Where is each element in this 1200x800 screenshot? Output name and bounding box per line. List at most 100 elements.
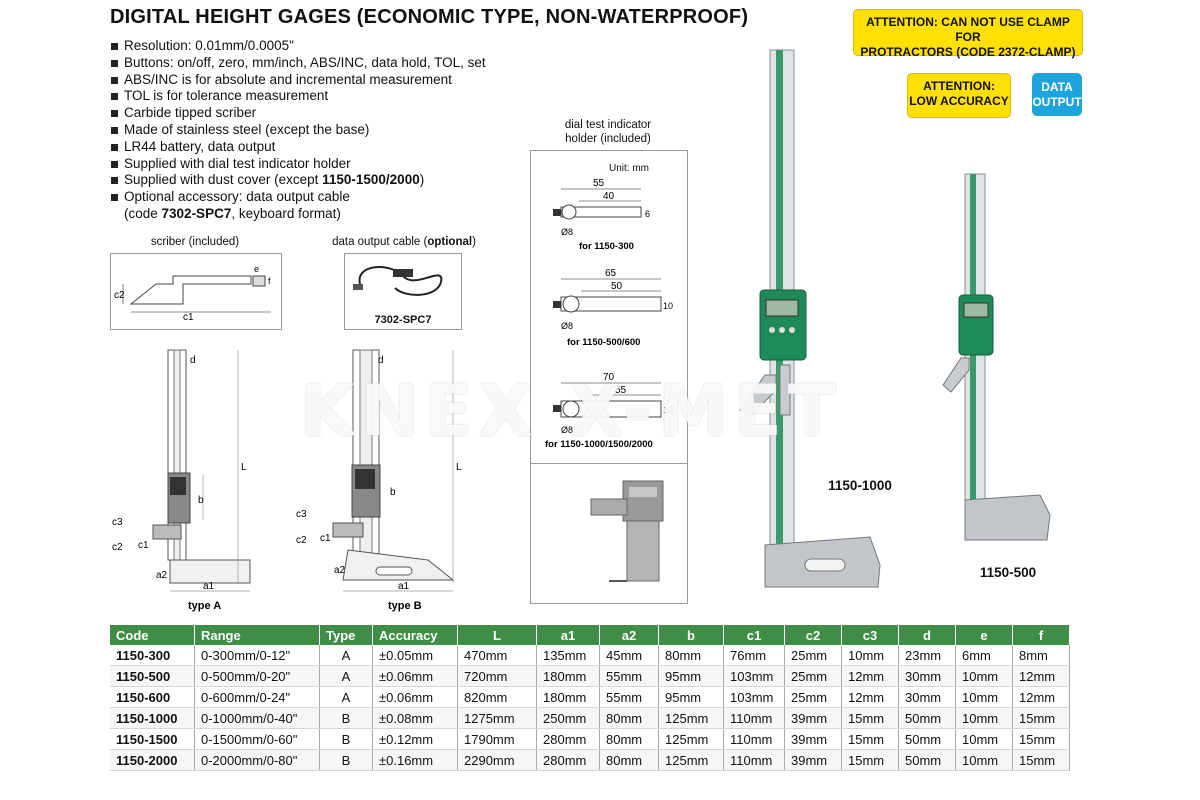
svg-text:40: 40 bbox=[603, 191, 615, 202]
dial-holder-unit: Unit: mm bbox=[609, 163, 649, 174]
type-a-c2-label: c2 bbox=[112, 542, 123, 553]
svg-text:Ø8: Ø8 bbox=[561, 321, 573, 331]
table-cell: ±0.06mm bbox=[372, 665, 458, 687]
scriber-caption: scriber (included) bbox=[150, 236, 240, 248]
svg-text:50: 50 bbox=[611, 281, 623, 292]
page-title: DIGITAL HEIGHT GAGES (ECONOMIC TYPE, NON… bbox=[110, 6, 749, 28]
table-cell: A bbox=[319, 665, 373, 687]
col-header-d: d bbox=[898, 625, 956, 645]
table-cell: 110mm bbox=[723, 728, 785, 750]
table-cell: 0-1000mm/0-40" bbox=[194, 707, 320, 729]
table-cell: 50mm bbox=[898, 707, 956, 729]
table-cell: 12mm bbox=[841, 686, 899, 708]
type-b-caption: type B bbox=[388, 600, 422, 612]
type-b-c1-label: c1 bbox=[320, 533, 331, 544]
table-cell: 95mm bbox=[658, 665, 724, 687]
table-cell: 25mm bbox=[784, 645, 842, 666]
feature-item: Optional accessory: data output cable bbox=[110, 189, 486, 206]
type-a-c3-label: c3 bbox=[112, 517, 123, 528]
table-cell: 45mm bbox=[599, 645, 659, 666]
table-cell: 125mm bbox=[658, 749, 724, 771]
table-cell: 80mm bbox=[658, 645, 724, 666]
col-header-b: b bbox=[658, 625, 724, 645]
table-cell: 280mm bbox=[536, 728, 600, 750]
table-cell: 470mm bbox=[457, 645, 537, 666]
table-cell: 125mm bbox=[658, 728, 724, 750]
table-cell: 50mm bbox=[898, 749, 956, 771]
table-cell: 1150-300 bbox=[110, 645, 195, 666]
type-b-drawing: d L b c3 c1 c2 a2 a1 type B bbox=[296, 349, 462, 612]
feature-item: Carbide tipped scriber bbox=[110, 105, 486, 122]
data-output-line2: OUTPUT bbox=[1032, 95, 1082, 109]
scriber-drawing: c1 c2 e f bbox=[110, 253, 282, 330]
table-cell: 125mm bbox=[658, 707, 724, 729]
svg-text:Ø8: Ø8 bbox=[561, 227, 573, 237]
table-cell: 10mm bbox=[841, 645, 899, 666]
table-cell: 80mm bbox=[599, 728, 659, 750]
table-cell: 280mm bbox=[536, 749, 600, 771]
table-cell: B bbox=[319, 707, 373, 729]
table-cell: 103mm bbox=[723, 686, 785, 708]
dial-holder-photo bbox=[590, 480, 664, 582]
table-cell: 10mm bbox=[955, 728, 1013, 750]
data-output-badge: DATA OUTPUT bbox=[1032, 73, 1082, 116]
table-cell: 1150-500 bbox=[110, 665, 195, 687]
clamp-warning-line2: PROTRACTORS (CODE 2372-CLAMP) bbox=[860, 45, 1076, 59]
feature-item: Made of stainless steel (except the base… bbox=[110, 122, 486, 139]
table-cell: 1150-1500 bbox=[110, 728, 195, 750]
type-b-c3-label: c3 bbox=[296, 509, 307, 520]
table-cell: ±0.06mm bbox=[372, 686, 458, 708]
table-cell: 10mm bbox=[955, 686, 1013, 708]
table-cell: 76mm bbox=[723, 645, 785, 666]
svg-text:for 1150-300: for 1150-300 bbox=[579, 241, 634, 252]
table-cell: 95mm bbox=[658, 686, 724, 708]
svg-text:6: 6 bbox=[645, 209, 650, 219]
type-a-c1-label: c1 bbox=[138, 540, 149, 551]
table-cell: 1150-600 bbox=[110, 686, 195, 708]
type-b-b-label: b bbox=[390, 487, 396, 498]
photo-label-1150-500: 1150-500 bbox=[979, 565, 1037, 580]
table-cell: 15mm bbox=[1012, 749, 1070, 771]
table-cell: 0-1500mm/0-60" bbox=[194, 728, 320, 750]
table-cell: 55mm bbox=[599, 686, 659, 708]
feature-item: Resolution: 0.01mm/0.0005" bbox=[110, 38, 486, 55]
type-a-a2-label: a2 bbox=[156, 570, 168, 581]
col-header-code: Code bbox=[110, 625, 195, 645]
cable-drawing: 7302-SPC7 bbox=[344, 253, 462, 330]
table-cell: 10mm bbox=[955, 665, 1013, 687]
col-header-a1: a1 bbox=[536, 625, 600, 645]
table-cell: 6mm bbox=[955, 645, 1013, 666]
clamp-warning-badge: ATTENTION: CAN NOT USE CLAMP FOR PROTRAC… bbox=[853, 9, 1083, 59]
feature-item-continuation: (code 7302-SPC7, keyboard format) bbox=[124, 205, 341, 221]
table-cell: ±0.16mm bbox=[372, 749, 458, 771]
dial-holder-variant-3: 70 55 10 Ø8 for 1150-1000/1500/2000 bbox=[545, 372, 673, 450]
table-cell: 25mm bbox=[784, 686, 842, 708]
watermark-logo: KNEX X-MET bbox=[300, 370, 842, 452]
col-header-c3: c3 bbox=[841, 625, 899, 645]
scriber-c2-label: c2 bbox=[114, 290, 125, 301]
table-cell: 0-2000mm/0-80" bbox=[194, 749, 320, 771]
dial-holder-divider bbox=[531, 463, 687, 464]
type-b-a2-label: a2 bbox=[334, 565, 346, 576]
table-cell: 135mm bbox=[536, 645, 600, 666]
svg-text:65: 65 bbox=[605, 268, 617, 279]
table-cell: 50mm bbox=[898, 728, 956, 750]
col-header-f: f bbox=[1012, 625, 1070, 645]
table-cell: 720mm bbox=[457, 665, 537, 687]
col-header-c1: c1 bbox=[723, 625, 785, 645]
table-cell: 0-600mm/0-24" bbox=[194, 686, 320, 708]
table-cell: 39mm bbox=[784, 707, 842, 729]
gage-drawings: d L b c3 c1 c2 a2 a1 type A d L b c3 c1 … bbox=[112, 349, 462, 612]
type-b-c2-label: c2 bbox=[296, 535, 307, 546]
cable-code: 7302-SPC7 bbox=[374, 314, 432, 326]
table-cell: 39mm bbox=[784, 749, 842, 771]
table-cell: 180mm bbox=[536, 665, 600, 687]
scriber-c1-label: c1 bbox=[183, 312, 194, 323]
low-accuracy-badge: ATTENTION: LOW ACCURACY bbox=[907, 73, 1011, 118]
table-cell: 12mm bbox=[1012, 665, 1070, 687]
svg-text:70: 70 bbox=[603, 372, 615, 383]
table-cell: 15mm bbox=[1012, 707, 1070, 729]
svg-text:10: 10 bbox=[663, 405, 673, 415]
